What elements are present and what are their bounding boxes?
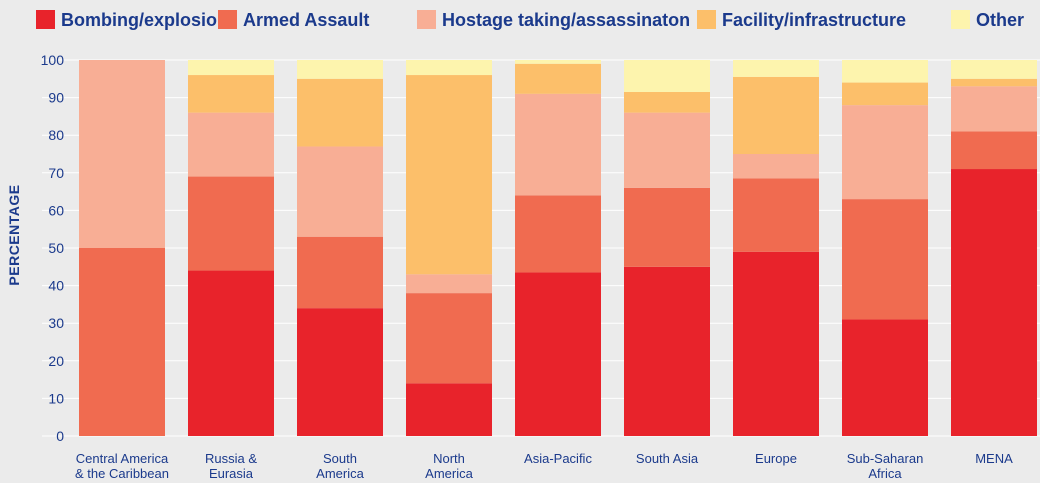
bar-segment-8-0 (951, 169, 1037, 437)
y-tick-label-60: 60 (48, 202, 64, 218)
y-tick-label-50: 50 (48, 240, 64, 256)
legend-label-0: Bombing/explosion (61, 10, 228, 30)
bar-segment-1-1 (188, 176, 274, 271)
x-category-label-1: Russia &Eurasia (205, 451, 257, 481)
bar-segment-6-3 (733, 76, 819, 154)
bar-segment-5-4 (624, 60, 710, 92)
legend-swatch-0 (36, 10, 55, 29)
bar-segment-2-0 (297, 308, 383, 436)
x-category-label-6: Europe (755, 451, 797, 466)
bar-segment-1-3 (188, 75, 274, 113)
bar-segment-7-3 (842, 82, 928, 106)
bar-segment-2-1 (297, 236, 383, 309)
legend-label-3: Facility/infrastructure (722, 10, 906, 30)
bar-segment-3-0 (406, 383, 492, 436)
x-category-label-5: South Asia (636, 451, 699, 466)
x-category-label-4: Asia-Pacific (524, 451, 592, 466)
bar-segment-4-2 (515, 93, 601, 196)
bar-segment-3-4 (406, 60, 492, 76)
legend: Bombing/explosion Armed Assault Hostage ta… (36, 10, 1024, 30)
legend-label-2: Hostage taking/assassinaton (442, 10, 690, 30)
y-axis-ticks: 0 10 20 30 40 50 60 70 80 90 100 (41, 52, 65, 444)
y-axis-label: PERCENTAGE (6, 184, 22, 285)
x-category-label-8: MENA (975, 451, 1013, 466)
bar-segment-8-3 (951, 78, 1037, 87)
bar-segment-6-4 (733, 60, 819, 77)
legend-swatch-3 (697, 10, 716, 29)
y-tick-label-70: 70 (48, 165, 64, 181)
bar-segment-3-2 (406, 274, 492, 294)
legend-swatch-1 (218, 10, 237, 29)
legend-label-4: Other (976, 10, 1024, 30)
bar-segment-2-3 (297, 78, 383, 147)
y-tick-label-90: 90 (48, 90, 64, 106)
y-tick-label-30: 30 (48, 315, 64, 331)
y-tick-label-80: 80 (48, 127, 64, 143)
bar-segment-8-4 (951, 60, 1037, 79)
bar-segment-5-3 (624, 91, 710, 113)
y-tick-label-10: 10 (48, 390, 64, 406)
bar-segment-4-4 (515, 60, 601, 64)
bar-segment-5-0 (624, 266, 710, 436)
legend-swatch-4 (951, 10, 970, 29)
bar-segment-1-4 (188, 60, 274, 76)
x-axis-labels: Central America& the Caribbean Russia &Eu… (75, 451, 1013, 481)
legend-swatch-2 (417, 10, 436, 29)
bar-segment-3-1 (406, 293, 492, 384)
bar-segment-4-3 (515, 63, 601, 94)
bar-segment-7-4 (842, 60, 928, 83)
y-tick-label-0: 0 (56, 428, 64, 444)
bar-segment-0-2 (79, 60, 165, 248)
bar-segment-1-2 (188, 112, 274, 177)
bar-segment-5-1 (624, 187, 710, 267)
y-tick-label-40: 40 (48, 278, 64, 294)
bar-segment-2-2 (297, 146, 383, 237)
bar-segment-7-1 (842, 199, 928, 320)
bar-segment-0-1 (79, 248, 165, 436)
bar-segment-5-2 (624, 112, 710, 188)
bar-segment-6-0 (733, 251, 819, 436)
bar-segment-8-2 (951, 86, 1037, 132)
bar-segment-7-0 (842, 319, 928, 436)
legend-label-1: Armed Assault (243, 10, 369, 30)
bar-segment-4-1 (515, 195, 601, 273)
y-tick-label-20: 20 (48, 353, 64, 369)
bar-segment-4-0 (515, 272, 601, 436)
bars (79, 60, 1037, 437)
bar-segment-6-1 (733, 178, 819, 252)
bar-segment-8-1 (951, 131, 1037, 170)
x-category-label-0: Central America& the Caribbean (75, 451, 169, 481)
bar-segment-7-2 (842, 105, 928, 200)
bar-segment-3-3 (406, 75, 492, 275)
bar-segment-6-2 (733, 154, 819, 179)
y-tick-label-100: 100 (41, 52, 65, 68)
bar-segment-1-0 (188, 270, 274, 436)
bar-segment-2-4 (297, 60, 383, 79)
